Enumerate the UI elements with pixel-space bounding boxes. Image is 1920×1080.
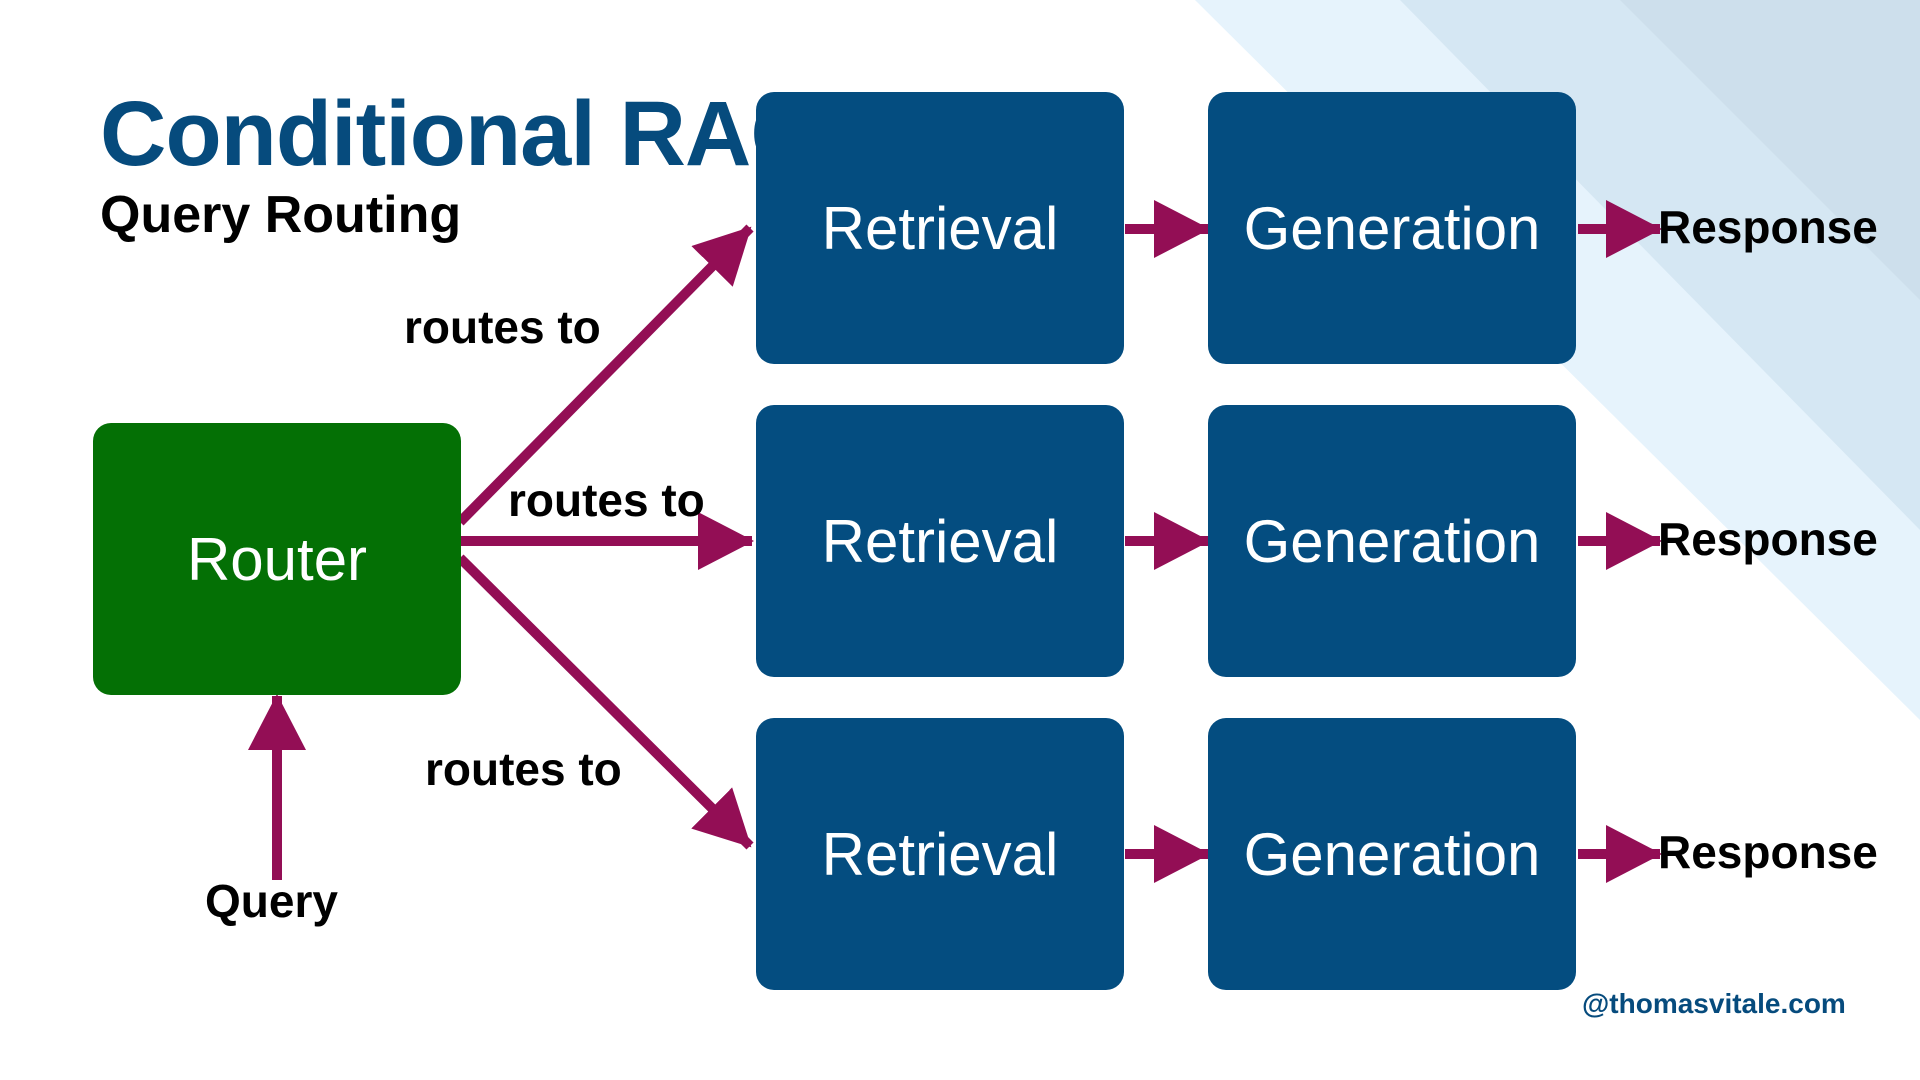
edge-label-route-1: routes to <box>404 301 601 353</box>
background-stripe-dark <box>1620 0 1920 300</box>
retrieval-label: Retrieval <box>821 194 1059 262</box>
edge-label-route-2: routes to <box>508 474 705 526</box>
generation-node-3: Generation <box>1208 718 1576 990</box>
diagram-subtitle: Query Routing <box>100 186 462 244</box>
arrow-router-to-retrieval-1 <box>456 224 754 526</box>
generation-label: Generation <box>1243 507 1541 575</box>
retrieval-label: Retrieval <box>821 507 1059 575</box>
response-label-1: Response <box>1658 201 1878 253</box>
response-label-2: Response <box>1658 513 1878 565</box>
arrow-router-to-retrieval-3 <box>456 554 754 850</box>
author-credit: @thomasvitale.com <box>1582 988 1846 1019</box>
retrieval-node-3: Retrieval <box>756 718 1124 990</box>
retrieval-node-2: Retrieval <box>756 405 1124 677</box>
generation-node-1: Generation <box>1208 92 1576 364</box>
router-label: Router <box>186 525 368 593</box>
router-node: Router <box>93 423 461 695</box>
query-label: Query <box>205 875 338 927</box>
generation-label: Generation <box>1243 194 1541 262</box>
retrieval-node-1: Retrieval <box>756 92 1124 364</box>
edge-label-route-3: routes to <box>425 743 622 795</box>
generation-node-2: Generation <box>1208 405 1576 677</box>
retrieval-label: Retrieval <box>821 820 1059 888</box>
diagram-title: Conditional RAG <box>100 83 822 185</box>
generation-label: Generation <box>1243 820 1541 888</box>
response-label-3: Response <box>1658 826 1878 878</box>
